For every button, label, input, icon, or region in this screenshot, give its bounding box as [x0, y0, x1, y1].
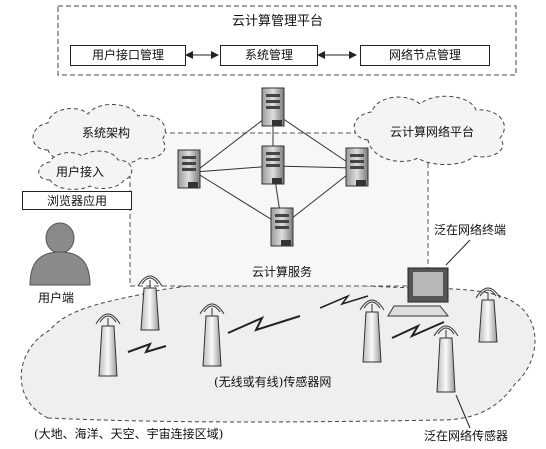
sensor-tower-icon [199, 303, 225, 367]
management-platform-frame [57, 5, 517, 76]
server-icon [261, 145, 285, 185]
wireless-link-icon [227, 315, 301, 334]
ubiquitous-sensor-label: 泛在网络传感器 [424, 429, 509, 443]
cloud-system-architecture [32, 103, 166, 166]
system-management-box: 系统管理 [220, 45, 318, 66]
server-icon [345, 147, 369, 187]
cloud-service-label: 云计算服务 [252, 265, 313, 279]
user-avatar-icon [29, 222, 91, 286]
server-icon [177, 149, 201, 189]
server-icon [270, 207, 294, 247]
network-node-management-box: 网络节点管理 [360, 45, 490, 66]
user-terminal-label: 用户端 [38, 291, 75, 305]
ground-region [20, 281, 536, 423]
platform-title: 云计算管理平台 [232, 14, 324, 29]
leader-line-terminal [445, 239, 471, 266]
ubiquitous-terminal-label: 泛在网络终端 [434, 223, 507, 237]
cloud-network-platform [353, 95, 505, 165]
wireless-link-icon [319, 294, 369, 309]
server-icon [261, 87, 285, 127]
system-architecture-label: 系统架构 [82, 126, 131, 140]
computer-terminal-icon [387, 267, 450, 317]
wireless-link-icon [391, 321, 445, 339]
sensor-tower-icon [433, 325, 459, 393]
sensor-tower-icon [95, 313, 121, 377]
leader-line-sensor [455, 394, 471, 429]
cloud-user-access [38, 150, 133, 190]
network-platform-label: 云计算网络平台 [390, 125, 475, 139]
sensor-tower-icon [137, 275, 163, 331]
sensor-network-label: (无线或有线)传感器网 [214, 375, 332, 389]
user-access-label: 用户接入 [56, 165, 105, 179]
sensor-tower-icon [475, 287, 501, 343]
wireless-link-icon [127, 342, 167, 354]
region-label: (大地、海洋、天空、宇宙连接区域) [34, 427, 224, 441]
sensor-tower-icon [359, 299, 385, 363]
browser-app-box: 浏览器应用 [22, 191, 132, 210]
user-interface-management-box: 用户接口管理 [70, 45, 186, 66]
